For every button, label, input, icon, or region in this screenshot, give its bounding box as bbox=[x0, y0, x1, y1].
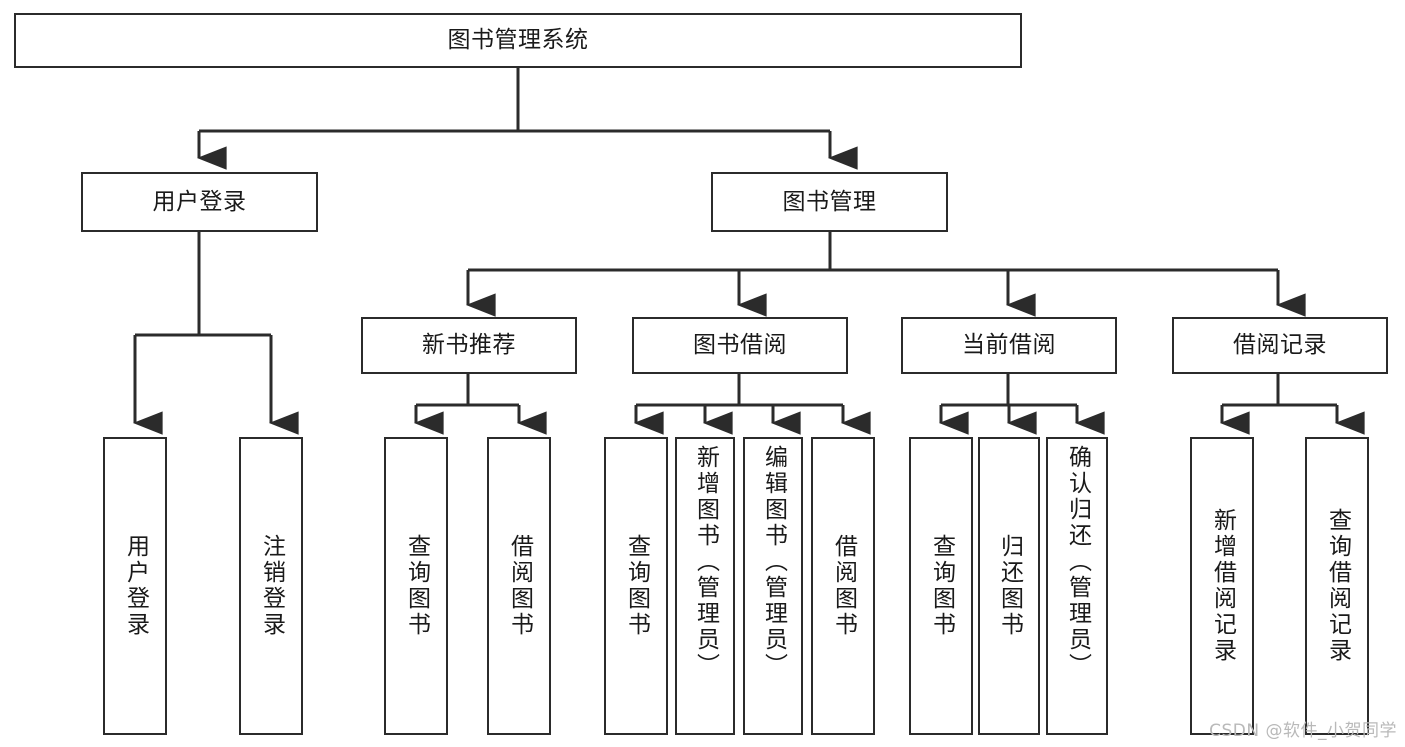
node-book-management-label: 图书管理 bbox=[782, 188, 877, 215]
node-user-login[interactable]: 用户登录 bbox=[81, 172, 318, 232]
leaf-confirm-return-label: 确认归还（管理员） bbox=[1064, 445, 1091, 679]
node-current-borrow-label: 当前借阅 bbox=[962, 332, 1056, 359]
node-root[interactable]: 图书管理系统 bbox=[14, 13, 1022, 68]
leaf-query-book-3-label: 查询图书 bbox=[928, 534, 955, 638]
leaf-add-book-label: 新增图书（管理员） bbox=[692, 445, 719, 679]
leaf-edit-book[interactable]: 编辑图书（管理员） bbox=[743, 437, 803, 735]
node-book-borrow-label: 图书借阅 bbox=[693, 332, 787, 359]
node-book-management[interactable]: 图书管理 bbox=[711, 172, 948, 232]
leaf-edit-book-label: 编辑图书（管理员） bbox=[760, 445, 787, 679]
node-current-borrow[interactable]: 当前借阅 bbox=[901, 317, 1117, 374]
leaf-query-book-2-label: 查询图书 bbox=[623, 534, 650, 638]
node-new-book-recommend-label: 新书推荐 bbox=[422, 332, 516, 359]
node-root-label: 图书管理系统 bbox=[447, 27, 589, 54]
leaf-borrow-book-1-label: 借阅图书 bbox=[506, 534, 533, 638]
leaf-user-logout-label: 注销登录 bbox=[258, 534, 285, 638]
leaf-query-borrow-record-label: 查询借阅记录 bbox=[1324, 508, 1351, 664]
leaf-query-book-3[interactable]: 查询图书 bbox=[909, 437, 973, 735]
node-user-login-label: 用户登录 bbox=[152, 188, 247, 215]
leaf-user-login-label: 用户登录 bbox=[122, 534, 149, 638]
leaf-query-book-2[interactable]: 查询图书 bbox=[604, 437, 668, 735]
leaf-query-book-1[interactable]: 查询图书 bbox=[384, 437, 448, 735]
leaf-query-book-1-label: 查询图书 bbox=[403, 534, 430, 638]
leaf-add-book[interactable]: 新增图书（管理员） bbox=[675, 437, 735, 735]
leaf-borrow-book-2[interactable]: 借阅图书 bbox=[811, 437, 875, 735]
leaf-add-borrow-record[interactable]: 新增借阅记录 bbox=[1190, 437, 1254, 735]
leaf-user-logout[interactable]: 注销登录 bbox=[239, 437, 303, 735]
node-new-book-recommend[interactable]: 新书推荐 bbox=[361, 317, 577, 374]
node-borrow-record-label: 借阅记录 bbox=[1233, 332, 1327, 359]
leaf-borrow-book-2-label: 借阅图书 bbox=[830, 534, 857, 638]
leaf-borrow-book-1[interactable]: 借阅图书 bbox=[487, 437, 551, 735]
leaf-return-book-label: 归还图书 bbox=[996, 534, 1023, 638]
leaf-user-login[interactable]: 用户登录 bbox=[103, 437, 167, 735]
node-borrow-record[interactable]: 借阅记录 bbox=[1172, 317, 1388, 374]
leaf-add-borrow-record-label: 新增借阅记录 bbox=[1209, 508, 1236, 664]
leaf-return-book[interactable]: 归还图书 bbox=[978, 437, 1040, 735]
leaf-query-borrow-record[interactable]: 查询借阅记录 bbox=[1305, 437, 1369, 735]
leaf-confirm-return[interactable]: 确认归还（管理员） bbox=[1046, 437, 1108, 735]
node-book-borrow[interactable]: 图书借阅 bbox=[632, 317, 848, 374]
